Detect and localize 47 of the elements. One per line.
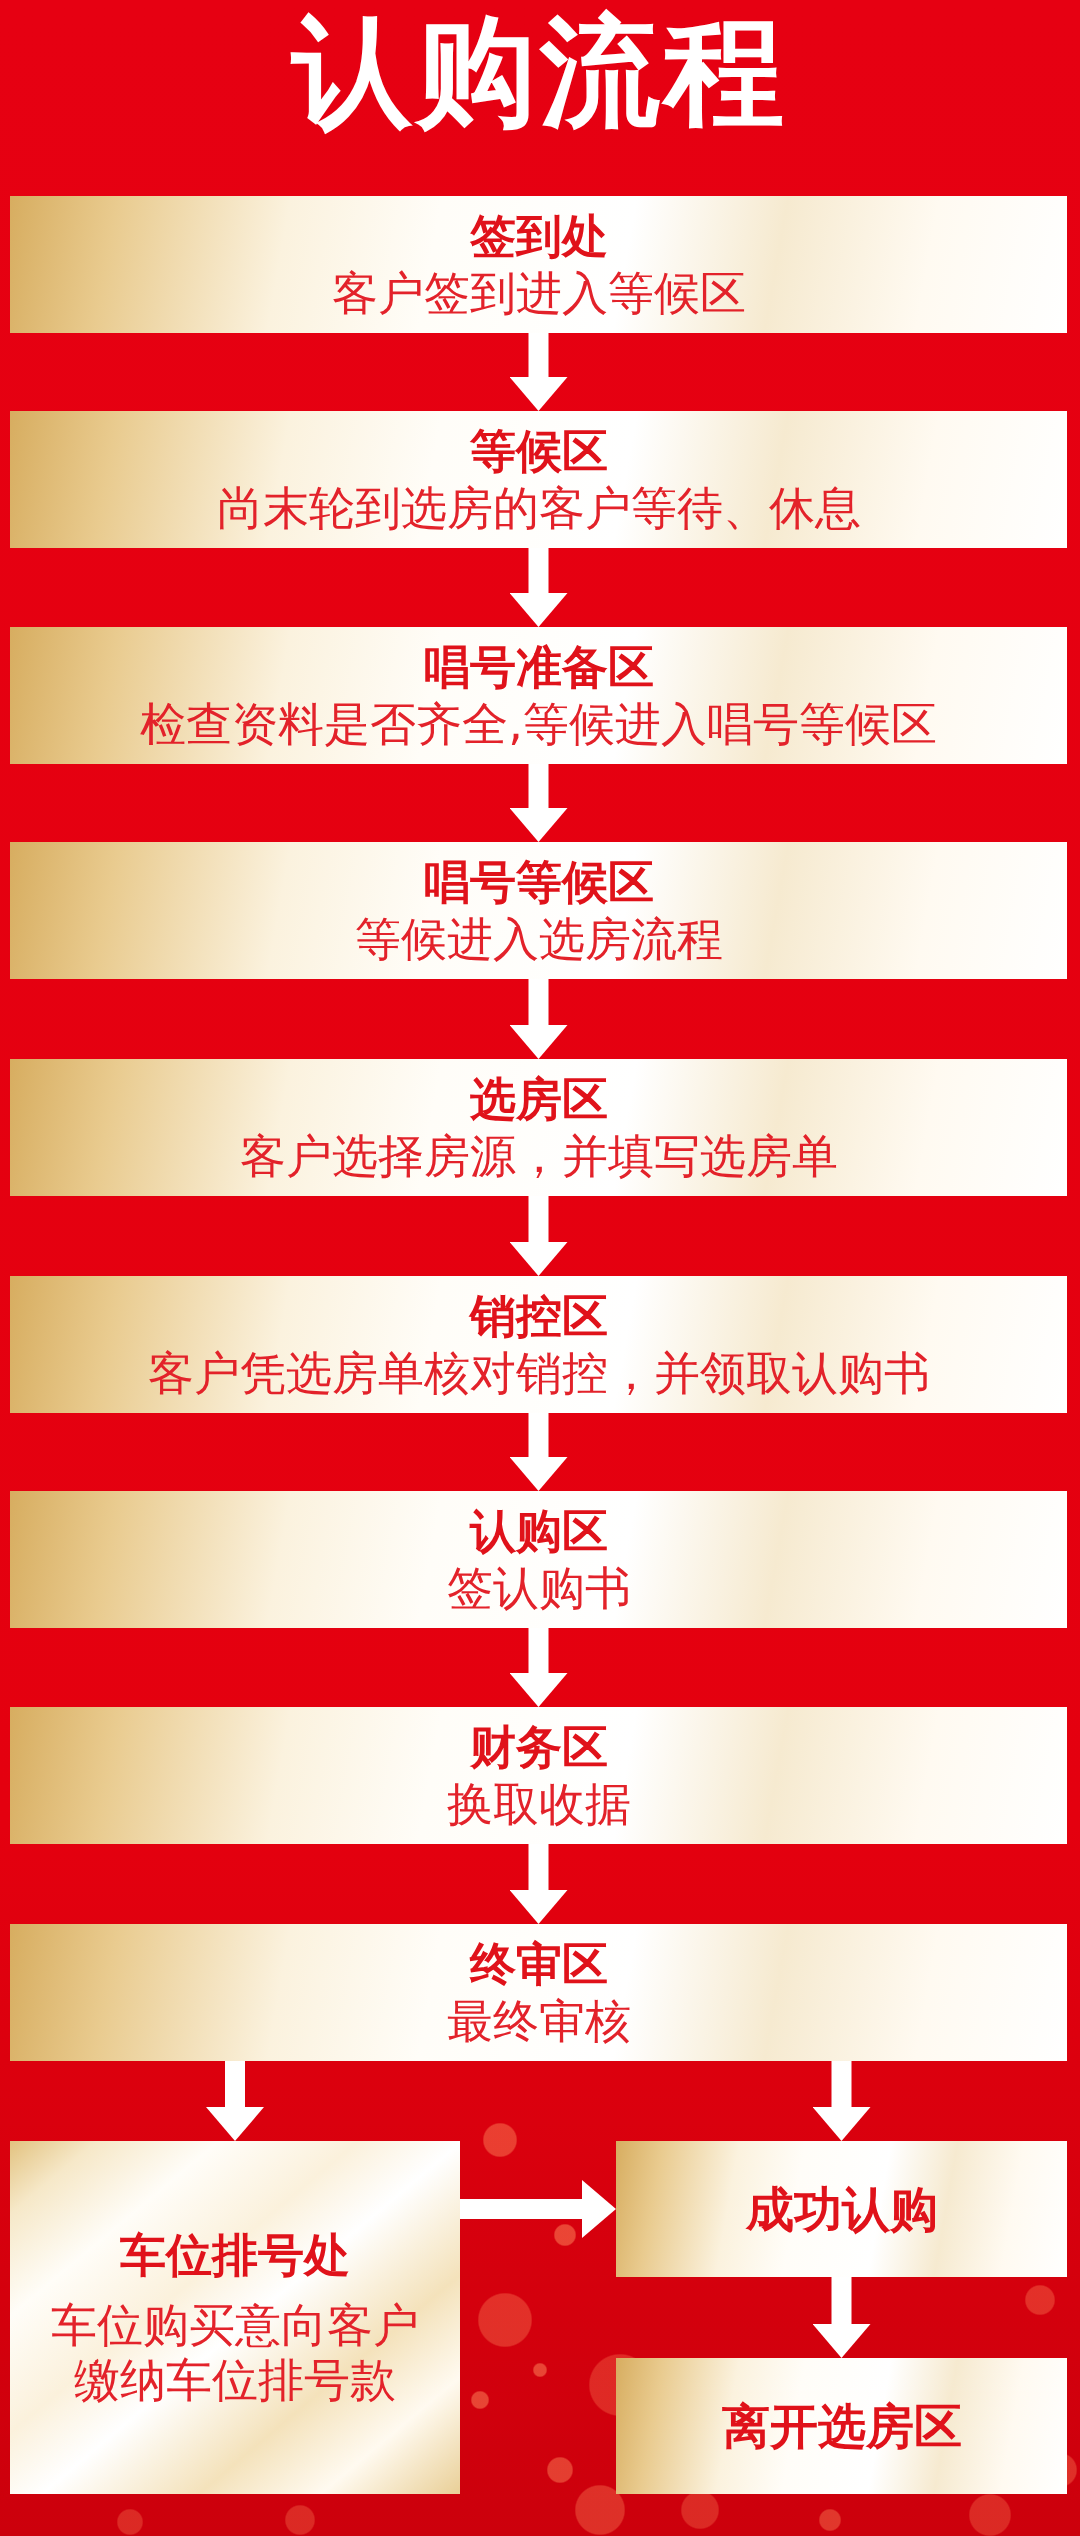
process-box (10, 1924, 1067, 2061)
arrow (509, 1628, 568, 1707)
step-description: 尚末轮到选房的客户等待、休息 (216, 480, 861, 536)
process-box (10, 1059, 1067, 1196)
arrow (509, 979, 568, 1059)
arrow (206, 2061, 264, 2141)
arrow (812, 2277, 871, 2358)
process-box (10, 1276, 1067, 1413)
step-title: 唱号等候区 (423, 854, 654, 912)
step-description: 客户签到进入等候区 (331, 265, 746, 321)
process-box (10, 627, 1067, 764)
title: 认购流程 (289, 4, 789, 140)
step-title: 车位排号处 (120, 2226, 350, 2284)
step-title: 销控区 (469, 1288, 608, 1346)
arrow (509, 548, 568, 627)
arrow (509, 764, 568, 842)
step-description: 等候进入选房流程 (354, 911, 723, 967)
arrow (509, 1196, 568, 1276)
step-description: 换取收据 (446, 1776, 631, 1832)
step-title: 选房区 (469, 1071, 608, 1129)
arrow (509, 333, 568, 411)
step-description: 客户凭选房单核对销控，并领取认购书 (147, 1345, 930, 1401)
arrow (460, 2180, 616, 2238)
process-box (10, 1707, 1067, 1844)
arrow (812, 2061, 871, 2141)
process-box (10, 1491, 1067, 1628)
step-title: 等候区 (469, 423, 608, 481)
process-box (616, 2141, 1067, 2277)
step-description: 签认购书 (446, 1560, 631, 1616)
step-description: 客户选择房源，并填写选房单 (239, 1128, 838, 1184)
step-title: 终审区 (469, 1936, 608, 1994)
step-description: 最终审核 (446, 1993, 631, 2049)
step-title: 离开选房区 (721, 2397, 962, 2456)
process-box (10, 2141, 460, 2494)
step-title: 签到处 (469, 208, 608, 266)
process-box (10, 196, 1067, 333)
process-box (616, 2358, 1067, 2494)
process-box (10, 842, 1067, 979)
process-box (10, 411, 1067, 548)
step-description: 车位购买意向客户缴纳车位排号款 (50, 2298, 420, 2409)
step-title: 成功认购 (745, 2180, 938, 2239)
arrow (509, 1844, 568, 1924)
step-description: 检查资料是否齐全,等候进入唱号等候区 (140, 696, 937, 752)
arrow (509, 1413, 568, 1491)
step-title: 财务区 (469, 1719, 608, 1777)
step-title: 认购区 (469, 1503, 608, 1561)
step-title: 唱号准备区 (423, 639, 654, 697)
